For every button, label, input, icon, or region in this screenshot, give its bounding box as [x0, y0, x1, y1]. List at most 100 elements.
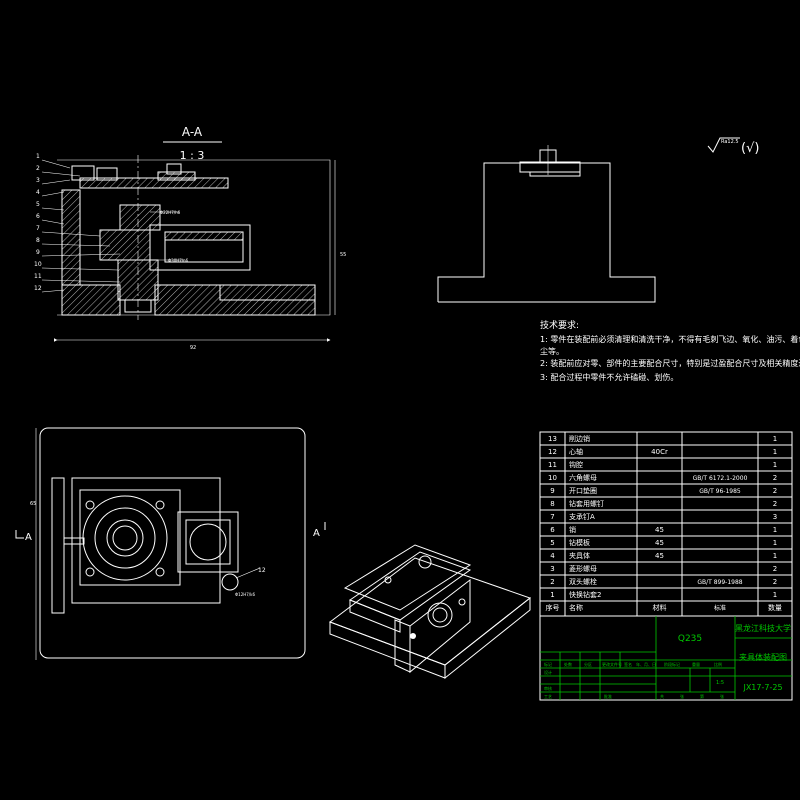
balloon-12: 12 — [34, 285, 42, 292]
bom-cell-no: 5 — [550, 539, 554, 547]
bom-header-standard: 标准 — [714, 604, 726, 612]
tech-req-line-1: 1: 零件在装配前必须清理和清洗干净，不得有毛刺飞边、氧化、油污、着色剂灰 — [540, 334, 800, 344]
bom-cell-no: 1 — [550, 591, 554, 599]
balloon-8: 8 — [36, 237, 40, 244]
bom-cell-name: 夹具体 — [569, 551, 590, 560]
tech-req-line-2: 尘等。 — [540, 346, 564, 356]
plan-view: 65 12 Φ12H7/k6 A A — [15, 427, 326, 660]
tb-label-count: 处数 — [564, 661, 572, 667]
surface-finish-suffix: (√) — [741, 141, 759, 156]
bom-cell-standard: GB/T 6172.1-2000 — [693, 475, 748, 482]
balloon-10: 10 — [34, 261, 42, 268]
bom-cell-no: 9 — [550, 487, 554, 495]
technical-requirements: 技术要求: 1: 零件在装配前必须清理和清洗干净，不得有毛刺飞边、氧化、油污、着… — [540, 319, 800, 382]
bom-cell-name: 开口垫圈 — [569, 486, 597, 495]
bom-cell-qty: 1 — [773, 591, 777, 599]
bom-cell-qty: 2 — [773, 500, 777, 508]
bom-header-qty: 数量 — [768, 603, 782, 612]
bom-cell-qty: 1 — [773, 461, 777, 469]
bom-cell-name: 钻模板 — [569, 538, 590, 547]
balloon-7: 7 — [36, 225, 40, 232]
bom-cell-qty: 1 — [773, 435, 777, 443]
bom-cell-material: 45 — [655, 552, 664, 560]
tb-row-process: 工艺 — [544, 694, 552, 699]
balloon-11: 11 — [34, 273, 42, 280]
bom-cell-name: 快换钻套2 — [569, 590, 601, 599]
plan-balloon-12: 12 — [258, 567, 266, 574]
part-balloons: 1 2 3 4 5 6 7 8 9 10 11 12 — [34, 153, 121, 293]
balloon-4: 4 — [36, 189, 40, 196]
balloon-1: 1 — [36, 153, 40, 160]
tech-req-line-3: 2: 装配前应对零、部件的主要配合尺寸，特别是过盈配合尺寸及相关精度进行复查。 — [540, 358, 800, 368]
bom-cell-qty: 1 — [773, 448, 777, 456]
bom-cell-name: 心轴 — [569, 447, 583, 456]
tb-stage: 阶段标记 — [664, 661, 680, 667]
section-view-a-a: A-A 1 : 3 92 55 Φ22H7/h6 — [34, 125, 346, 351]
bom-cell-name: 削边销 — [569, 434, 590, 443]
tb-label-change: 更改文件号 — [602, 661, 622, 667]
bom-cell-no: 4 — [550, 552, 555, 560]
bom-cell-qty: 2 — [773, 487, 777, 495]
tb-total: 共 — [660, 693, 664, 699]
fixture-column — [61, 189, 81, 286]
tb-row-design: 设计 — [544, 669, 552, 675]
balloon-5: 5 — [36, 201, 40, 208]
view-marker-left: A — [25, 532, 32, 543]
title-school: 黑龙江科技大学 — [735, 623, 791, 633]
bom-cell-name: 钻套用螺钉 — [569, 499, 604, 508]
tb-page: 第 — [700, 693, 704, 699]
bom-cell-qty: 1 — [773, 552, 777, 560]
surface-finish-symbol: Ra12.5 — [721, 139, 739, 145]
bom-header-material: 材料 — [653, 603, 667, 612]
side-view — [437, 145, 656, 303]
plan-side-dim: 65 — [30, 501, 36, 507]
bom-cell-no: 7 — [550, 513, 554, 521]
bom-cell-qty: 2 — [773, 565, 777, 573]
tb-sheets-1: 张 — [680, 693, 684, 699]
tb-label-date: 年、月、日 — [636, 661, 656, 667]
bom-cell-standard: GB/T 899-1988 — [697, 579, 742, 586]
bom-cell-name: 六角螺母 — [569, 473, 597, 482]
plan-fit: Φ12H7/k6 — [235, 592, 255, 597]
balloon-9: 9 — [36, 249, 40, 256]
isometric-view — [328, 544, 532, 680]
bom-cell-material: 45 — [655, 526, 664, 534]
title-drawing-no: JX17-7-25 — [742, 683, 782, 692]
bom-cell-material: 45 — [655, 539, 664, 547]
bom-cell-no: 8 — [550, 500, 554, 508]
bom-cell-name: 菱形螺母 — [569, 564, 597, 573]
bom-cell-no: 12 — [548, 448, 557, 456]
bom-cell-qty: 2 — [773, 474, 777, 482]
section-scale: 1 : 3 — [180, 149, 205, 162]
bom-cell-no: 6 — [550, 526, 555, 534]
bom-header-no: 序号 — [546, 603, 560, 612]
tb-ratio: 比例 — [714, 661, 722, 667]
view-marker-right: A — [313, 528, 320, 539]
bom-header-name: 名称 — [569, 603, 583, 612]
title-drawing-name: 夹具体装配图 — [739, 652, 787, 662]
bom-cell-material: 40Cr — [651, 448, 668, 456]
balloon-3: 3 — [36, 177, 40, 184]
bom-cell-no: 13 — [548, 435, 557, 443]
bushing-outer — [82, 495, 168, 581]
bom-cell-no: 3 — [550, 565, 554, 573]
tech-req-line-4: 3: 配合过程中零件不允许磕碰、划伤。 — [540, 372, 678, 382]
balloon-6: 6 — [36, 213, 40, 220]
title-scale: 1:5 — [716, 680, 724, 686]
balloon-2: 2 — [36, 165, 40, 172]
fixture-base — [61, 284, 121, 316]
section-height-dim: 55 — [340, 252, 346, 258]
fit-label-2: Φ30H7/n6 — [168, 258, 189, 263]
title-block: Q235 黑龙江科技大学 夹具体装配图 JX17-7-25 1:5 标记 处数 … — [539, 615, 793, 701]
tb-row-review: 审核 — [544, 685, 552, 691]
fit-label-1: Φ22H7/h6 — [160, 210, 181, 215]
tb-label-mark: 标记 — [544, 661, 552, 667]
bom-cell-no: 2 — [550, 578, 554, 586]
bom-cell-name: 支承钉A — [569, 512, 595, 521]
bom-cell-qty: 3 — [773, 513, 777, 521]
workpiece — [99, 229, 151, 261]
bom-cell-qty: 1 — [773, 539, 777, 547]
tb-label-zone: 分区 — [584, 661, 592, 667]
